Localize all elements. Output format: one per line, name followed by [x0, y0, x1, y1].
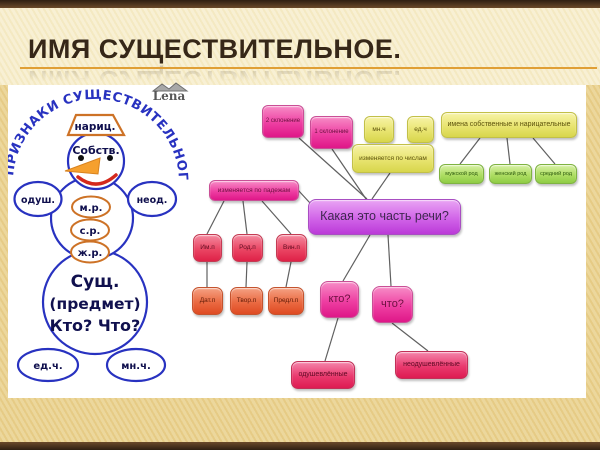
bottom-border-strip [0, 442, 600, 450]
node-predlozhny-padezh: Предл.п [268, 287, 304, 315]
node-chto: что? [372, 286, 413, 323]
button-label-zhr: ж.р. [78, 248, 103, 259]
right-foot-label: мн.ч. [121, 361, 151, 372]
button-label-mr: м.р. [80, 203, 103, 214]
body-label-line2: (предмет) [49, 295, 140, 313]
left-arm-label: одуш. [21, 195, 55, 206]
body-label-line3: Кто? Что? [50, 316, 141, 335]
node-tvoritelny-padezh: Твор.п [230, 287, 263, 315]
snowman-eyes [78, 155, 113, 161]
snowman-hat [66, 113, 126, 137]
button-label-sr: с.р. [80, 226, 101, 237]
node-izmenyaetsya-po-chislam: изменяется по числам [352, 144, 434, 173]
node-imenitelny-padezh: Им.п [193, 234, 222, 262]
watermark-label: Lena [153, 89, 186, 103]
smile-icon [76, 173, 118, 186]
node-imena-sobstvennye: имена собственные и нарицательные [441, 112, 577, 138]
node-datelny-padezh: Дат.п [192, 287, 223, 315]
node-izmenyaetsya-po-padezham: изменяется по падежам [209, 180, 299, 201]
body-label-line1: Сущ. [71, 272, 120, 292]
node-vinitelny-padezh: Вин.п [276, 234, 307, 262]
left-foot-oval [16, 347, 80, 383]
node-central-question: Какая это часть речи? [308, 199, 461, 235]
node-1-sklonenie: 1 склонение [310, 116, 353, 149]
left-arm-oval [13, 180, 63, 218]
node-neodushevlennye: неодушевлённые [395, 351, 468, 379]
node-roditelny-padezh: Род.п [232, 234, 263, 262]
top-border-strip [0, 0, 600, 8]
page-title: ИМЯ СУЩЕСТВИТЕЛЬНОЕ. [28, 34, 402, 64]
node-2-sklonenie: 2 склонение [262, 105, 304, 138]
right-foot-oval [105, 347, 167, 383]
mountains-icon [151, 82, 189, 92]
node-odushevlennye: одушевлённые [291, 361, 355, 389]
snowman-diagram: ПРИЗНАКИ СУЩЕСТВИТЕЛЬНОГО нариц. Собств.… [8, 85, 190, 383]
right-arm-oval [126, 180, 178, 218]
carrot-nose-icon [64, 157, 101, 175]
node-zhenskiy-rod: женский род [489, 164, 532, 184]
hat-label: нариц. [75, 121, 116, 133]
node-ed-ch: ед.ч [407, 116, 434, 143]
left-foot-label: ед.ч. [33, 361, 62, 372]
right-arm-label: неод. [137, 195, 168, 206]
title-underline [20, 67, 597, 69]
node-mn-ch: мн.ч [364, 116, 394, 143]
node-sredniy-rod: средний род [535, 164, 577, 184]
button-oval-zhr [70, 240, 110, 264]
head-label: Собств. [72, 144, 119, 157]
button-oval-mr [71, 195, 111, 219]
title-band [0, 8, 600, 85]
node-muzhskoy-rod: мужской род [439, 164, 484, 184]
node-kto: кто? [320, 281, 359, 318]
lenagold-watermark: Lena [151, 82, 189, 103]
